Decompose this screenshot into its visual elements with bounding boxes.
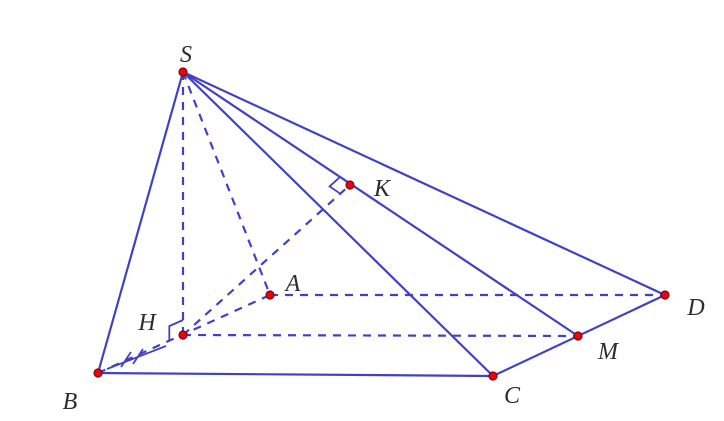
point-K <box>345 180 355 190</box>
point-C <box>488 371 498 381</box>
label-C: C <box>504 383 521 409</box>
label-B: B <box>63 389 78 415</box>
label-M: M <box>597 339 620 365</box>
segment-SD <box>182 71 666 296</box>
point-A <box>265 290 275 300</box>
segment-HM-dashed <box>182 333 579 338</box>
angle-mark-tick2-B <box>132 348 144 365</box>
right-angle-marker-H <box>168 319 184 342</box>
segment-BC <box>97 371 494 378</box>
label-K: K <box>373 176 392 202</box>
label-S: S <box>180 42 192 68</box>
label-A: A <box>284 271 301 297</box>
point-B <box>93 368 103 378</box>
segment-SM <box>182 71 579 337</box>
point-S <box>178 67 188 77</box>
segment-HK-dashed <box>182 184 351 336</box>
point-M <box>573 331 583 341</box>
point-D <box>660 290 670 300</box>
segment-SB <box>96 71 185 374</box>
right-angle-marker-K <box>328 177 341 195</box>
point-H <box>178 330 188 340</box>
angle-mark-tick1-B <box>120 351 132 368</box>
segment-SA-dashed <box>181 71 272 296</box>
segment-SC <box>182 71 494 377</box>
label-D: D <box>686 295 704 321</box>
label-H: H <box>137 310 157 336</box>
